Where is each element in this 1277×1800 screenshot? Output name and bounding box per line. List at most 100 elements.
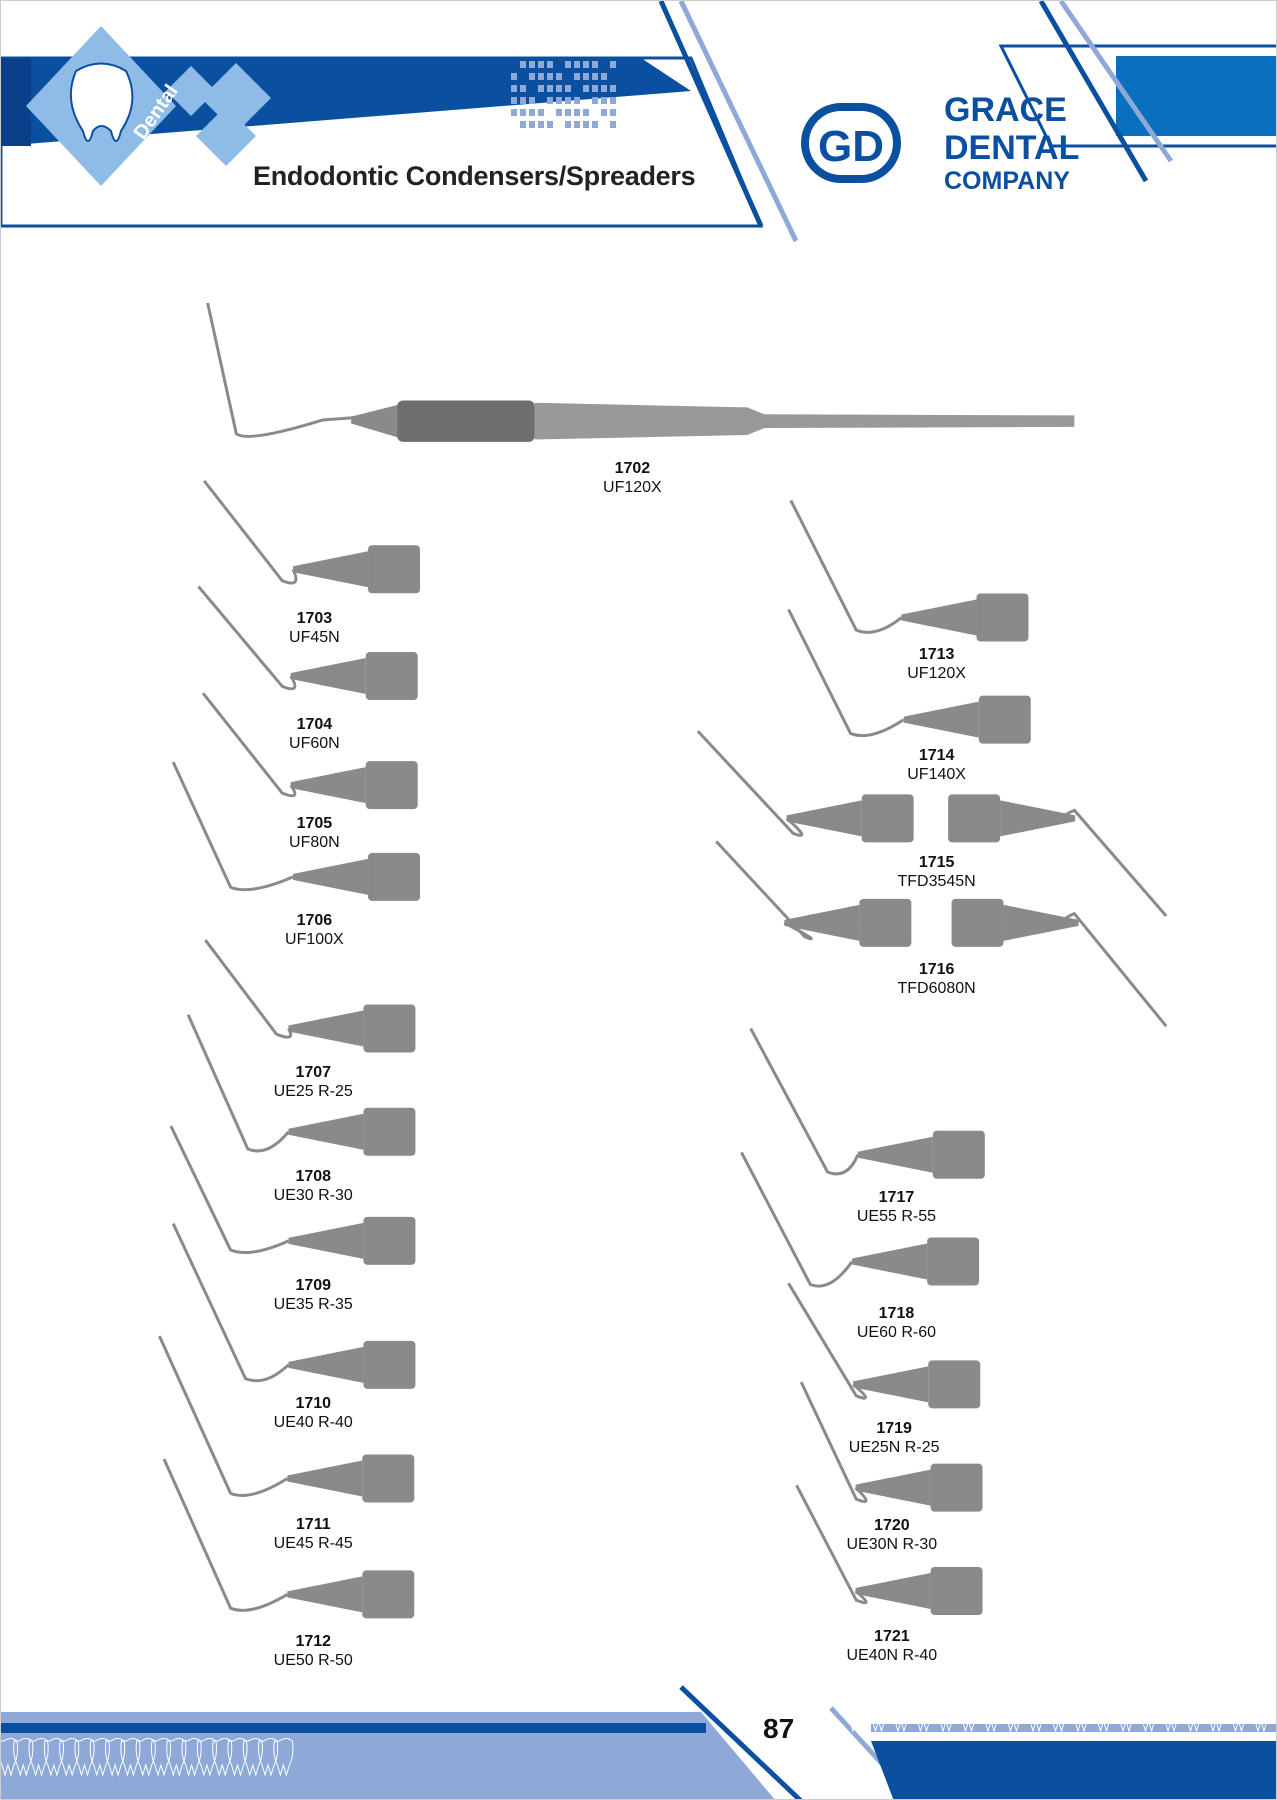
product-code: 1704 [296,716,333,734]
handle [368,852,421,901]
pixel-square [547,97,553,104]
brand-line-2: DENTAL [944,129,1080,167]
product-code: 1709 [295,1277,332,1295]
product-model: UF60N [289,735,340,753]
pixel-square [610,85,616,92]
brand-name: GRACE DENTAL COMPANY [944,93,1079,194]
tooth-icon [935,1694,957,1733]
product-code: 1717 [878,1189,915,1207]
tapered-shank [290,767,366,804]
tapered-shank [855,1572,931,1609]
pixel-square [556,97,562,104]
page-number: 87 [763,1713,795,1744]
handle [951,898,1004,947]
product-code: 1710 [295,1394,332,1412]
tooth-icon [273,1738,294,1777]
pixel-square [565,109,571,116]
handle [859,898,912,947]
pixel-square [583,109,589,116]
tooth-icon [1138,1694,1159,1733]
product-code: 1702 [614,460,651,478]
product-code: 1713 [918,646,955,664]
handle [363,1004,416,1053]
pixel-square [520,97,526,104]
gd-monogram: GD [818,122,884,171]
tooth-icon [1025,1694,1047,1733]
tooth-icon [958,1694,979,1733]
handle [365,652,418,701]
product-model: UE35 R-35 [273,1296,353,1314]
pixel-square [583,121,589,128]
tapered-shank [855,1469,931,1506]
tooth-icon [1160,1694,1182,1733]
working-tip [206,302,369,438]
instrument [787,608,1031,744]
working-tip [169,1125,290,1254]
pixel-square [538,61,544,68]
pixel-square [574,121,580,128]
instrument [787,1282,981,1409]
pixel-square [538,109,544,116]
tapered-shank [287,1576,363,1613]
pixel-square [583,73,589,80]
tapered-shank [290,658,366,695]
pixel-square [556,73,562,80]
product-code: 1719 [876,1419,912,1437]
product-code: 1706 [296,912,333,930]
pixel-square [547,85,553,92]
pixel-square [565,97,571,104]
handle [927,1237,980,1286]
tooth-icon [868,1694,889,1733]
instrument-illustrations [158,302,1168,1619]
product-model: UF140X [907,766,966,784]
pixel-square [592,61,598,68]
pixel-square [610,61,616,68]
pixel-square [601,73,607,80]
product-model: UE40N R-40 [846,1646,938,1664]
product-code: 1715 [918,853,955,871]
handle [368,545,421,594]
product-code: 1703 [296,610,333,628]
pixel-pattern [511,61,616,128]
product-model: UF120X [907,665,966,683]
product-code: 1712 [295,1633,332,1651]
working-tip [749,1027,860,1176]
pixel-square [520,109,526,116]
pixel-square [583,61,589,68]
tapered-shank [293,858,369,895]
product-model: UE50 R-50 [273,1652,353,1670]
tapered-shank [786,800,862,837]
pixel-square [511,109,517,116]
tooth-icon [980,1694,1002,1733]
pixel-square [556,109,562,116]
pixel-square [592,73,598,80]
pixel-square [520,85,526,92]
instrument [171,1222,416,1389]
working-tip [162,1458,289,1612]
tooth-icon [1183,1694,1204,1733]
instrument [715,840,912,947]
product-code: 1716 [918,960,955,978]
tapered-shank [901,599,977,636]
dental-tools-logo [26,26,271,186]
tooth-icon [1048,1694,1069,1733]
tapered-shank [1000,800,1076,837]
pixel-square [529,121,535,128]
tapered-shank [852,1243,928,1280]
pixel-square [565,121,571,128]
pixel-square [565,61,571,68]
pixel-square [538,121,544,128]
tapered-shank [784,904,860,941]
pixel-square [592,97,598,104]
handle [932,1130,985,1179]
product-code: 1708 [295,1168,332,1186]
pixel-square [529,73,535,80]
tapered-shank [903,701,979,738]
footer-band [1,1685,1276,1799]
instrument [204,939,416,1053]
